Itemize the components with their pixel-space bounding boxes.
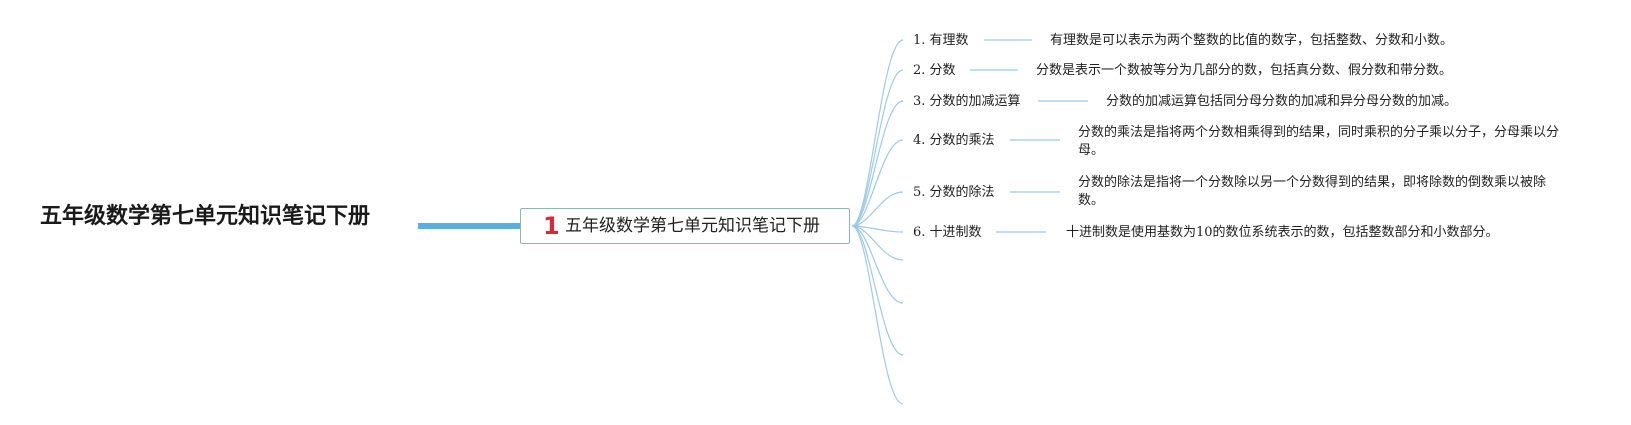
topic-label-fraction-division[interactable]: 5. 分数的除法 [913,185,995,200]
topic-description: 有理数是可以表示为两个整数的比值的数字，包括整数、分数和小数。 [1050,33,1454,48]
topic-label-fraction-multiplication[interactable]: 4. 分数的乘法 [913,133,995,148]
topic-label-decimal-numbers[interactable]: 6. 十进制数 [913,225,982,240]
branch-curve [851,191,904,227]
topic-label-fraction-addition-subtraction[interactable]: 3. 分数的加减运算 [913,94,1021,109]
branch-curve [851,225,904,304]
number-one-icon: 1 [543,212,560,240]
topic-description: 分数的乘法是指将两个分数相乘得到的结果，同时乘积的分子乘以分子，分母乘以分母。 [1078,125,1560,158]
branch-curve [851,225,904,405]
topic-description: 十进制数是使用基数为10的数位系统表示的数，包括整数部分和小数部分。 [1066,225,1499,240]
topic-description: 分数是表示一个数被等分为几部分的数，包括真分数、假分数和带分数。 [1036,63,1453,78]
branch-curve [851,69,904,227]
central-topic-box[interactable]: 1 五年级数学第七单元知识笔记下册 [520,208,850,244]
branch-curves [851,39,1088,405]
topic-description: 分数的加减运算包括同分母分数的加减和异分母分数的加减。 [1106,94,1458,109]
branch-curve [851,39,904,227]
central-topic-label: 五年级数学第七单元知识笔记下册 [565,216,820,236]
topic-label-fractions[interactable]: 2. 分数 [913,63,956,78]
branch-curve [851,139,904,227]
branch-curve [851,100,904,227]
branch-curve [851,225,904,261]
topic-label-rational-numbers[interactable]: 1. 有理数 [913,33,969,48]
root-title: 五年级数学第七单元知识笔记下册 [40,204,371,229]
topic-description: 分数的除法是指将一个分数除以另一个分数得到的结果，即将除数的倒数乘以被除数。 [1078,175,1547,208]
branch-curve [851,225,904,356]
